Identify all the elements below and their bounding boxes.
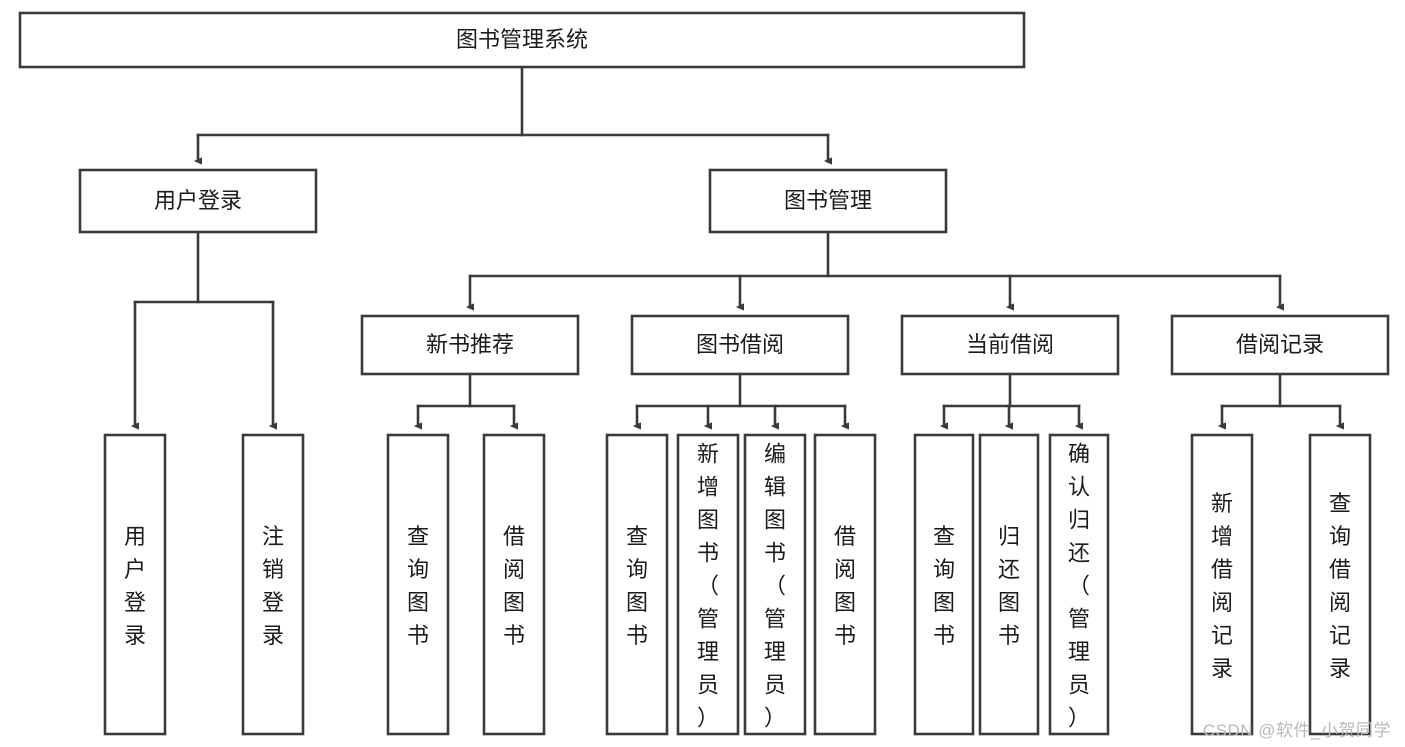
- node-box[interactable]: [1190, 433, 1254, 736]
- node-root[interactable]: 图书管理系统: [18, 11, 1026, 69]
- node-box[interactable]: [241, 433, 305, 736]
- node-label: 编辑图书（管理员）: [764, 442, 786, 731]
- edge-group-login: [130, 230, 278, 430]
- node-label: 新增借阅记录: [1211, 491, 1233, 681]
- node-label: 新增图书（管理员）: [697, 442, 719, 731]
- node-label: 确认归还（管理员）: [1068, 442, 1090, 731]
- node-box[interactable]: [78, 168, 318, 234]
- node-label: 查询图书: [933, 524, 955, 648]
- watermark-label: CSDN @软件_小贺同学: [1202, 721, 1391, 740]
- node-leaf-rec-query[interactable]: 查询借阅记录: [1308, 433, 1372, 736]
- node-leaf-cur-confirm[interactable]: 确认归还（管理员）: [1048, 433, 1110, 736]
- node-label: 借阅图书: [503, 524, 525, 648]
- node-login[interactable]: 用户登录: [78, 168, 318, 234]
- node-label: 图书管理: [784, 188, 872, 213]
- node-record[interactable]: 借阅记录: [1170, 314, 1390, 376]
- node-leaf-borrow-edit[interactable]: 编辑图书（管理员）: [743, 433, 807, 736]
- node-label: 注销登录: [262, 524, 284, 648]
- node-label: 查询图书: [407, 524, 429, 648]
- node-box[interactable]: [360, 314, 580, 376]
- node-leaf-borrow-add[interactable]: 新增图书（管理员）: [676, 433, 740, 736]
- node-box[interactable]: [630, 314, 850, 376]
- node-label: 归还图书: [998, 524, 1020, 648]
- node-leaf-borrow-loan[interactable]: 借阅图书: [813, 433, 877, 736]
- node-box[interactable]: [913, 433, 975, 736]
- node-box[interactable]: [1170, 314, 1390, 376]
- node-borrow[interactable]: 图书借阅: [630, 314, 850, 376]
- node-label: 查询图书: [626, 524, 648, 648]
- node-box[interactable]: [743, 433, 807, 736]
- node-leaf-new-borrow[interactable]: 借阅图书: [482, 433, 546, 736]
- node-box[interactable]: [386, 433, 450, 736]
- edge-layer: [130, 65, 1345, 430]
- node-box[interactable]: [482, 433, 546, 736]
- edge-group-record: [1217, 372, 1345, 430]
- node-label: 查询借阅记录: [1329, 491, 1351, 681]
- node-label: 新书推荐: [426, 332, 514, 357]
- node-label: 用户登录: [154, 188, 242, 213]
- node-label: 当前借阅: [966, 332, 1054, 357]
- node-layer: 图书管理系统用户登录图书管理新书推荐图书借阅当前借阅借阅记录用户登录注销登录查询…: [18, 11, 1390, 736]
- node-label: 借阅图书: [834, 524, 856, 648]
- node-leaf-cur-query[interactable]: 查询图书: [913, 433, 975, 736]
- node-current[interactable]: 当前借阅: [900, 314, 1120, 376]
- node-box[interactable]: [1048, 433, 1110, 736]
- node-box[interactable]: [1308, 433, 1372, 736]
- node-box[interactable]: [900, 314, 1120, 376]
- node-leaf-user-login[interactable]: 用户登录: [103, 433, 167, 736]
- node-label: 用户登录: [124, 524, 146, 648]
- node-box[interactable]: [676, 433, 740, 736]
- node-box[interactable]: [978, 433, 1040, 736]
- node-box[interactable]: [813, 433, 877, 736]
- node-newbook[interactable]: 新书推荐: [360, 314, 580, 376]
- node-box[interactable]: [605, 433, 669, 736]
- edge-group-borrow: [632, 372, 850, 430]
- node-box[interactable]: [708, 168, 948, 234]
- node-label: 图书借阅: [696, 332, 784, 357]
- edge-group-bookmgmt: [465, 230, 1285, 311]
- node-label: 借阅记录: [1236, 332, 1324, 357]
- node-box[interactable]: [103, 433, 167, 736]
- node-leaf-new-query[interactable]: 查询图书: [386, 433, 450, 736]
- node-leaf-borrow-query[interactable]: 查询图书: [605, 433, 669, 736]
- node-leaf-rec-add[interactable]: 新增借阅记录: [1190, 433, 1254, 736]
- edge-group-root: [193, 65, 833, 165]
- node-leaf-cur-return[interactable]: 归还图书: [978, 433, 1040, 736]
- node-leaf-user-logout[interactable]: 注销登录: [241, 433, 305, 736]
- edge-group-newbook: [413, 372, 519, 430]
- node-bookmgmt[interactable]: 图书管理: [708, 168, 948, 234]
- node-box[interactable]: [18, 11, 1026, 69]
- node-label: 图书管理系统: [456, 27, 588, 52]
- edge-group-current: [939, 372, 1084, 430]
